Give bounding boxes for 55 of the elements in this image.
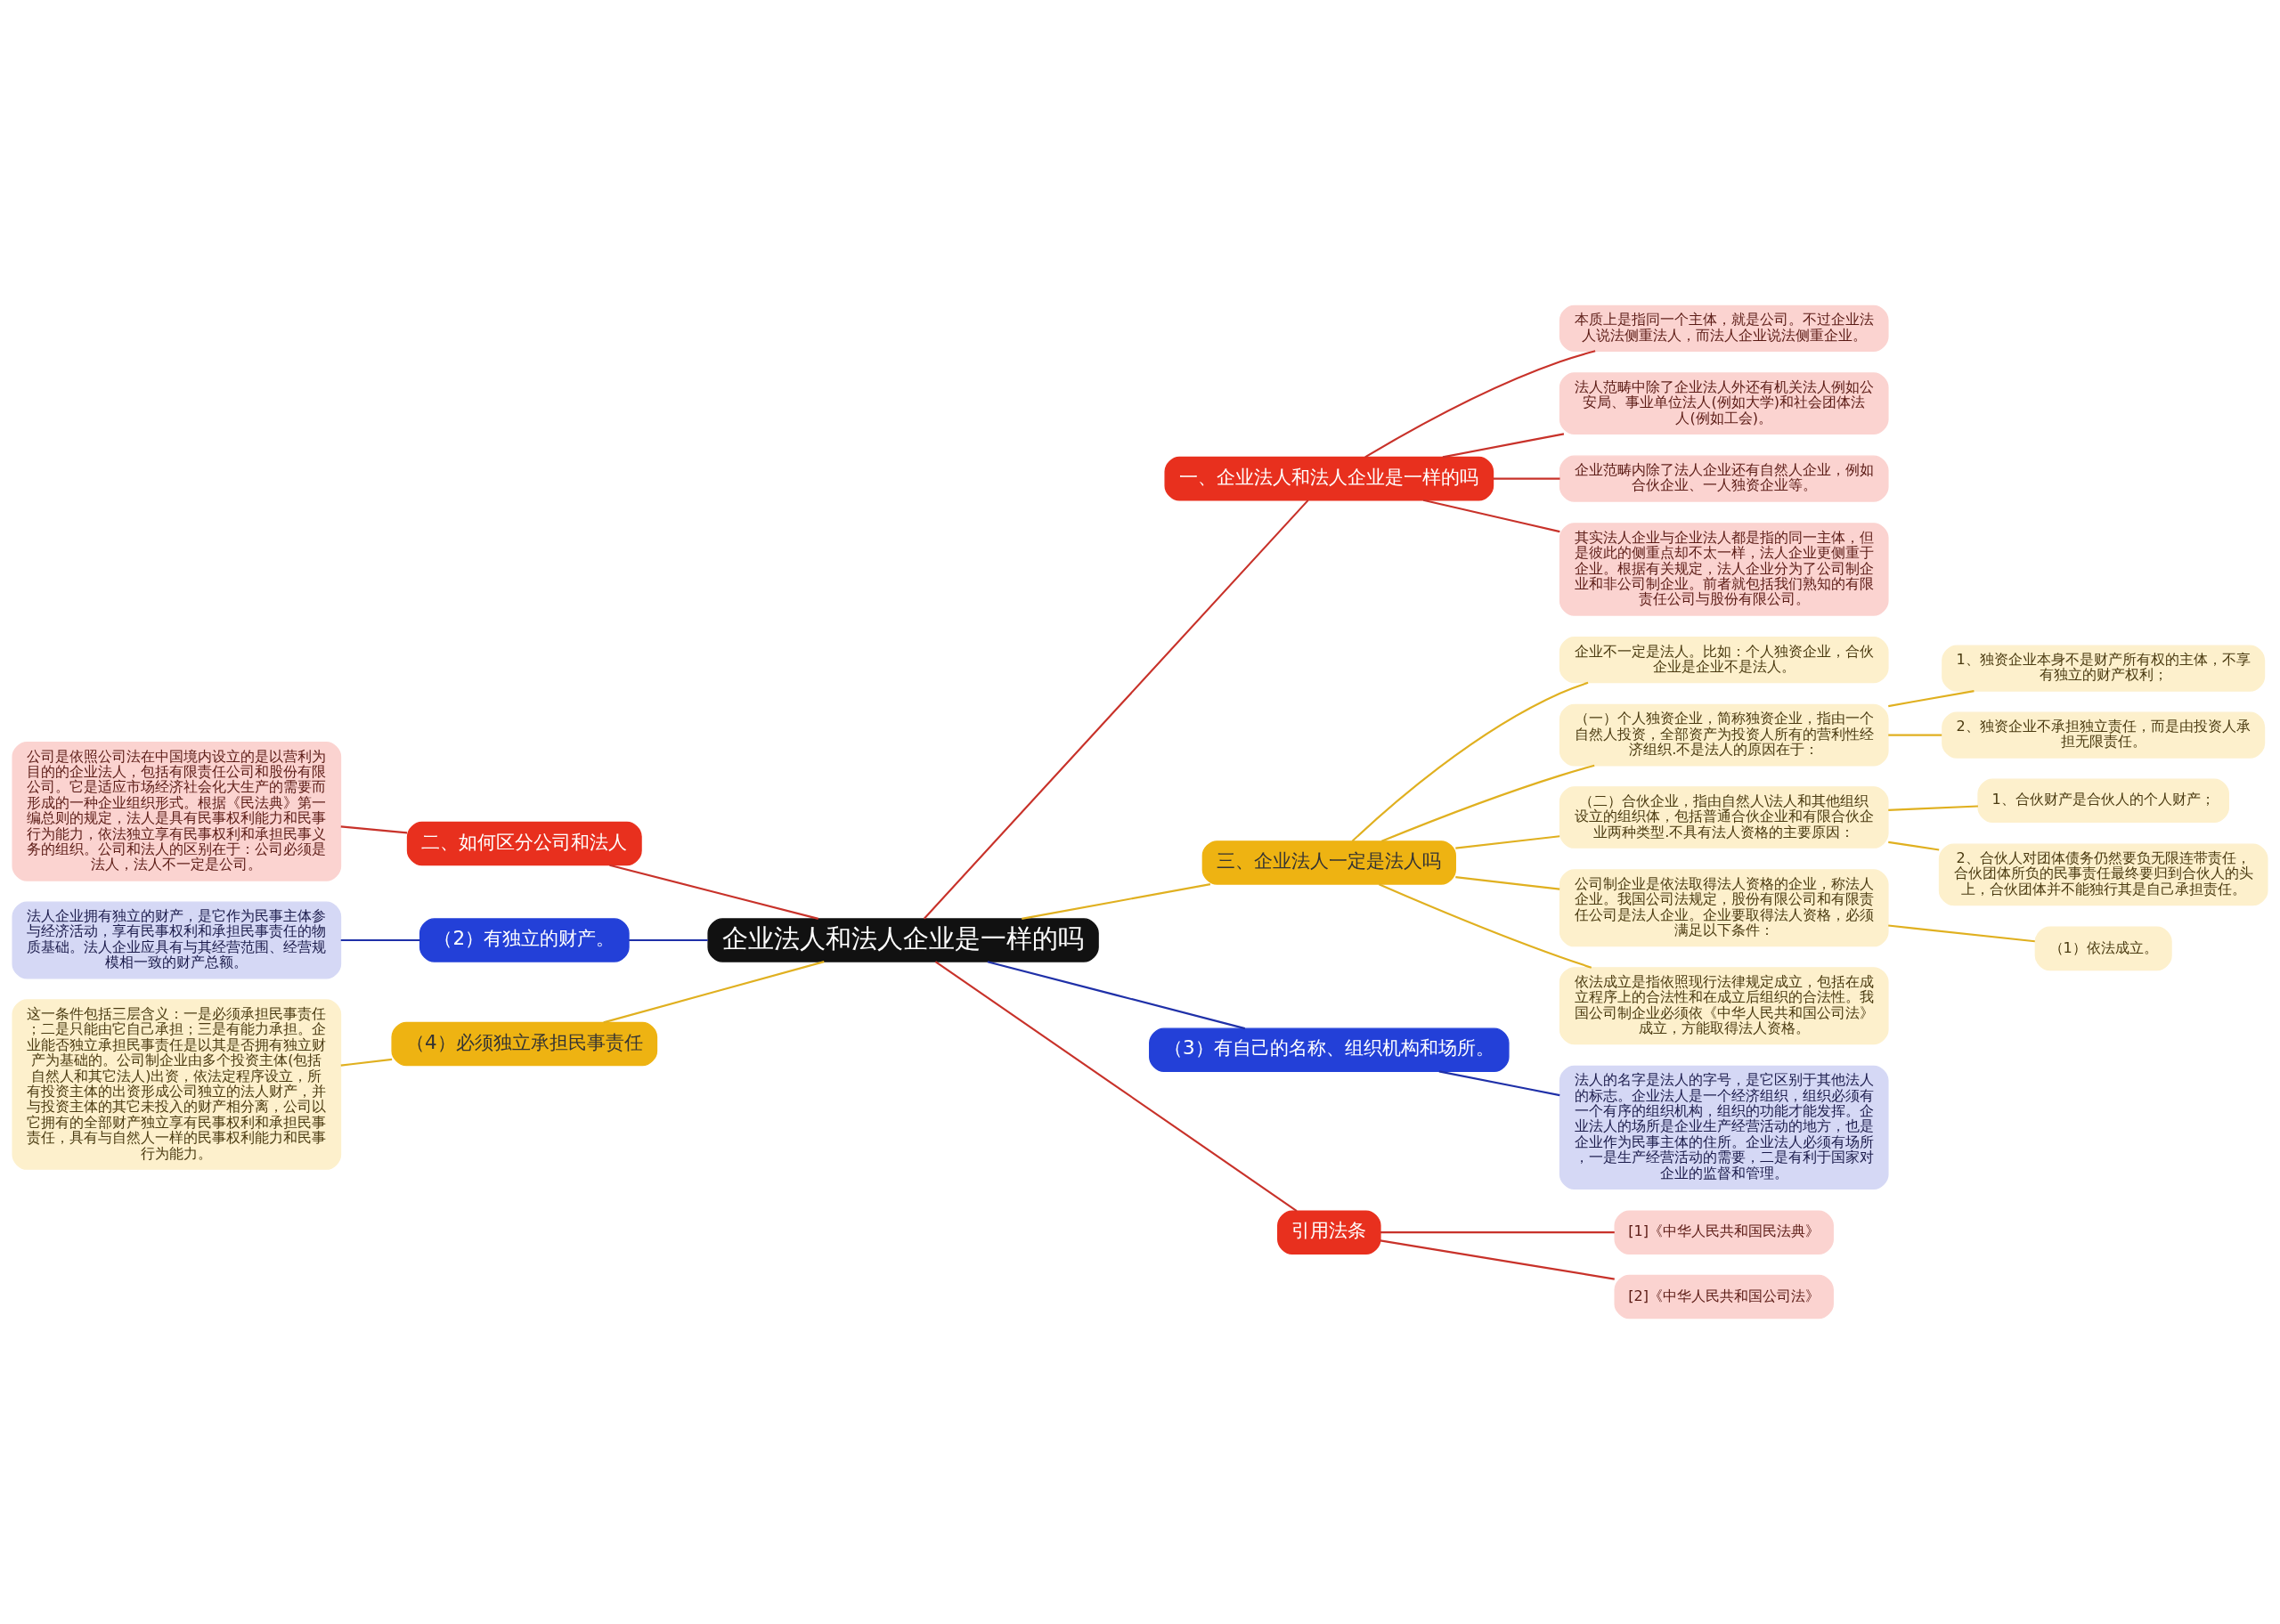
connector	[1378, 883, 1592, 969]
connector	[609, 864, 818, 920]
node-box: 企业范畴内除了法人企业还有自然人企业，例如合伙企业、一人独资企业等。	[1559, 455, 1889, 502]
connector	[1380, 1231, 1615, 1234]
connector	[923, 499, 1309, 920]
node-box: 公司是依照公司法在中国境内设立的是以营利为目的的企业法人，包括有限责任公司和股份有限公司。它是适应市场经济社会化大生产的需要而形成的一种企业组织形式。根据《民法典》第一编总则的规定，法人是具有民事权利能力和民事行为能力，依法独立享有民事权利和承担民事义务的组织。公司和法人的区别在于：公司必须是法人，法人不一定是公司。	[12, 741, 342, 881]
connector	[934, 961, 1298, 1212]
connector	[1380, 764, 1595, 842]
connector	[603, 961, 825, 1024]
node-box: 2、合伙人对团体债务仍然要负无限连带责任，合伙团体所负的民事责任最终要归到合伙人的头上，合伙团体并不能独行其是自己承担责任。	[1938, 843, 2268, 906]
connector	[1888, 924, 2035, 943]
node-box: 企业法人和法人企业是一样的吗	[707, 918, 1099, 962]
connector	[340, 1058, 393, 1067]
connector	[987, 961, 1246, 1030]
node-box: （4）必须独立承担民事责任	[391, 1021, 658, 1067]
connector	[340, 938, 420, 942]
node-box: （2）有独立的财产。	[419, 918, 630, 962]
node-box: 本质上是指同一个主体，就是公司。不过企业法人说法侧重法人，而法人企业说法侧重企业。	[1559, 304, 1889, 352]
connector	[1493, 477, 1560, 480]
connector	[1888, 690, 1975, 708]
connector	[1422, 499, 1560, 533]
node-box: 一、企业法人和法人企业是一样的吗	[1164, 456, 1494, 501]
node-box: 依法成立是指依照现行法律规定成立，包括在成立程序上的合法性和在成立后组织的合法性。我国公司制企业必须依《中华人民共和国公司法》成立，方能取得法人资格。	[1559, 967, 1889, 1045]
node-box: 法人范畴中除了企业法人外还有机关法人例如公安局、事业单位法人(例如大学)和社会团体法人(例如工会)。	[1559, 372, 1889, 435]
node-box: [1]《中华人民共和国民法典》	[1614, 1210, 1834, 1255]
connector	[1888, 734, 1942, 736]
connector	[1455, 835, 1560, 849]
node-box: （一）个人独资企业，简称独资企业，指由一个自然人投资，全部资产为投资人所有的营利性经济组织.不是法人的原因在于：	[1559, 703, 1889, 767]
node-box: 引用法条	[1277, 1210, 1381, 1255]
connector	[340, 825, 408, 834]
node-box: 企业不一定是法人。比如：个人独资企业，合伙企业是企业不是法人。	[1559, 637, 1889, 684]
connector	[1022, 883, 1211, 920]
node-box: 三、企业法人一定是法人吗	[1201, 840, 1456, 885]
node-box: 其实法人企业与企业法人都是指的同一主体，但是彼此的侧重点却不太一样，法人企业更侧重于企业。根据有关规定，法人企业分为了公司制企业和非公司制企业。前者就包括我们熟知的有限责任公司与股份有限公司。	[1559, 523, 1889, 616]
node-box: 1、合伙财产是合伙人的个人财产；	[1977, 778, 2229, 824]
node-box: [2]《中华人民共和国公司法》	[1614, 1274, 1834, 1320]
node-box: （3）有自己的名称、组织机构和场所。	[1149, 1027, 1510, 1072]
node-box: 二、如何区分公司和法人	[406, 821, 642, 866]
connector	[1888, 840, 1940, 851]
connector	[1364, 350, 1596, 459]
connector	[629, 938, 708, 942]
connector	[1438, 1070, 1560, 1097]
node-box: （二）合伙企业，指由自然人\法人和其他组织设立的组织体，包括普通合伙企业和有限合伙企业两种类型.不具有法人资格的主要原因：	[1559, 786, 1889, 849]
connector	[1455, 876, 1560, 890]
connector	[1442, 433, 1565, 459]
node-box: （1）依法成立。	[2034, 926, 2172, 971]
connector	[1351, 681, 1589, 842]
connector	[1888, 805, 1978, 811]
node-box: 1、独资企业本身不是财产所有权的主体，不享有独立的财产权利；	[1942, 645, 2266, 692]
node-box: 法人的名字是法人的字号，是它区别于其他法人的标志。企业法人是一个经济组织，组织必须有一个有序的组织机构，组织的功能才能发挥。企业法人的场所是企业生产经营活动的地方，也是企业作为民事主体的住所。企业法人必须有场所，一是生产经营活动的需要，二是有利于国家对企业的监督和管理。	[1559, 1065, 1889, 1190]
node-box: 法人企业拥有独立的财产，是它作为民事主体参与经济活动，享有民事权利和承担民事责任的物质基础。法人企业应具有与其经营范围、经营规模相一致的财产总额。	[12, 901, 342, 979]
node-box: 这一条件包括三层含义：一是必须承担民事责任；二是只能由它自己承担；三是有能力承担。企业能否独立承担民事责任是以其是否拥有独立财产为基础的。公司制企业由多个投资主体(包括自然人和其它法人)出资，依法定程序设立，所有投资主体的出资形成公司独立的法人财产，并与投资主体的其它未投入的财产相分离，公司以它拥有的全部财产独立享有民事权利和承担民事责任，具有与自然人一样的民事权利能力和民事行为能力。	[12, 999, 342, 1170]
node-box: 2、独资企业不承担独立责任，而是由投资人承担无限责任。	[1942, 711, 2266, 759]
connector	[1380, 1239, 1615, 1280]
node-box: 公司制企业是依法取得法人资格的企业，称法人企业。我国公司法规定，股份有限公司和有限责任公司是法人企业。企业要取得法人资格，必须满足以下条件：	[1559, 869, 1889, 947]
